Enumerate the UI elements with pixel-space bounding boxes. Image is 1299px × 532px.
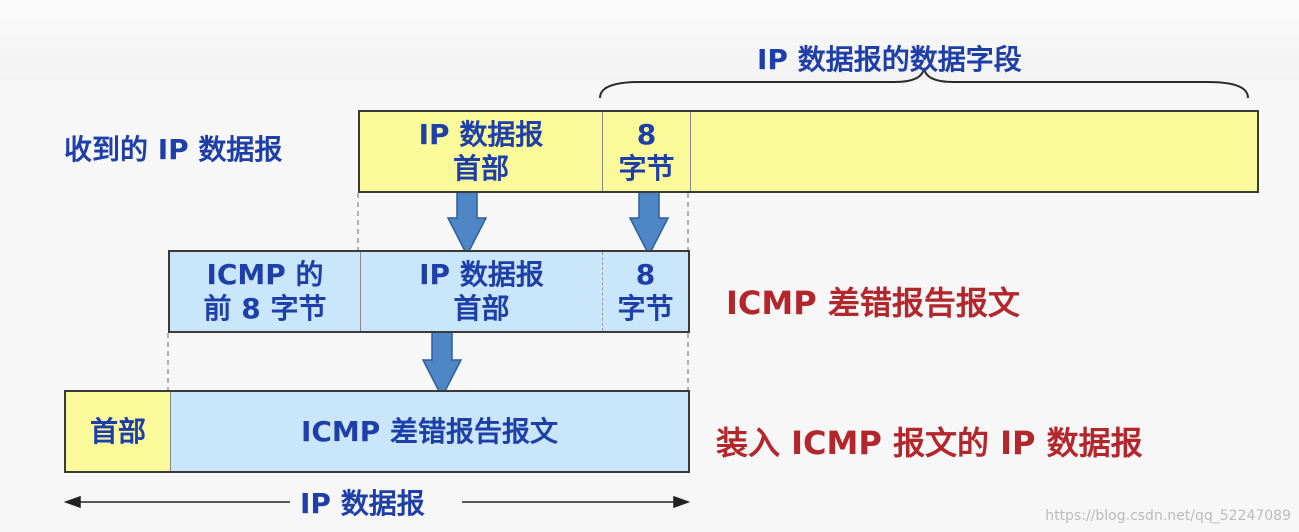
- row2-bytes-line2: 字节: [617, 291, 674, 325]
- row1-header-cell: IP 数据报 首部: [360, 112, 602, 191]
- top-band: [0, 0, 1299, 80]
- ip-datagram-span: [63, 495, 691, 509]
- arrow-bytes-down: [628, 189, 670, 257]
- row2-bytes-cell: 8 字节: [602, 252, 688, 331]
- row1-bytes-cell: 8 字节: [602, 112, 690, 191]
- dashed-guides: [167, 193, 689, 390]
- row1-rest-cell: [690, 112, 1257, 191]
- row3-header-cell: 首部: [66, 392, 170, 471]
- ip-datagram-with-icmp: 首部 ICMP 差错报告报文: [64, 390, 690, 473]
- ip-datagram-label: IP 数据报: [300, 487, 425, 520]
- watermark: https://blog.csdn.net/qq_52247089: [1045, 508, 1291, 524]
- data-field-label: IP 数据报的数据字段: [757, 43, 1022, 76]
- row2-icmp-line2: 前 8 字节: [203, 291, 327, 325]
- row3-body-text: ICMP 差错报告报文: [300, 414, 559, 448]
- flow-arrows: [421, 189, 670, 399]
- row3-body-cell: ICMP 差错报告报文: [170, 392, 688, 471]
- received-ip-label: 收到的 IP 数据报: [64, 133, 283, 166]
- row2-bytes-line1: 8: [635, 257, 656, 291]
- icmp-error-message: ICMP 的 前 8 字节 IP 数据报 首部 8 字节: [168, 250, 690, 333]
- data-field-brace: [599, 67, 1249, 99]
- ip-with-icmp-label: 装入 ICMP 报文的 IP 数据报: [716, 424, 1143, 462]
- row1-header-line1: IP 数据报: [418, 117, 544, 151]
- row1-bytes-line2: 字节: [618, 151, 675, 185]
- row2-icmp-line1: ICMP 的: [206, 257, 324, 291]
- row3-header-text: 首部: [89, 414, 146, 448]
- arrow-icmp-down: [421, 329, 463, 399]
- row1-bytes-line1: 8: [636, 117, 657, 151]
- row2-header-line1: IP 数据报: [419, 257, 544, 291]
- received-ip-datagram: IP 数据报 首部 8 字节: [358, 110, 1259, 193]
- row1-header-line2: 首部: [452, 151, 509, 185]
- row2-header-line2: 首部: [453, 291, 510, 325]
- arrow-header-down: [446, 189, 488, 257]
- row2-icmp-front-cell: ICMP 的 前 8 字节: [170, 252, 360, 331]
- icmp-error-label: ICMP 差错报告报文: [726, 284, 1020, 322]
- row2-header-cell: IP 数据报 首部: [360, 252, 602, 331]
